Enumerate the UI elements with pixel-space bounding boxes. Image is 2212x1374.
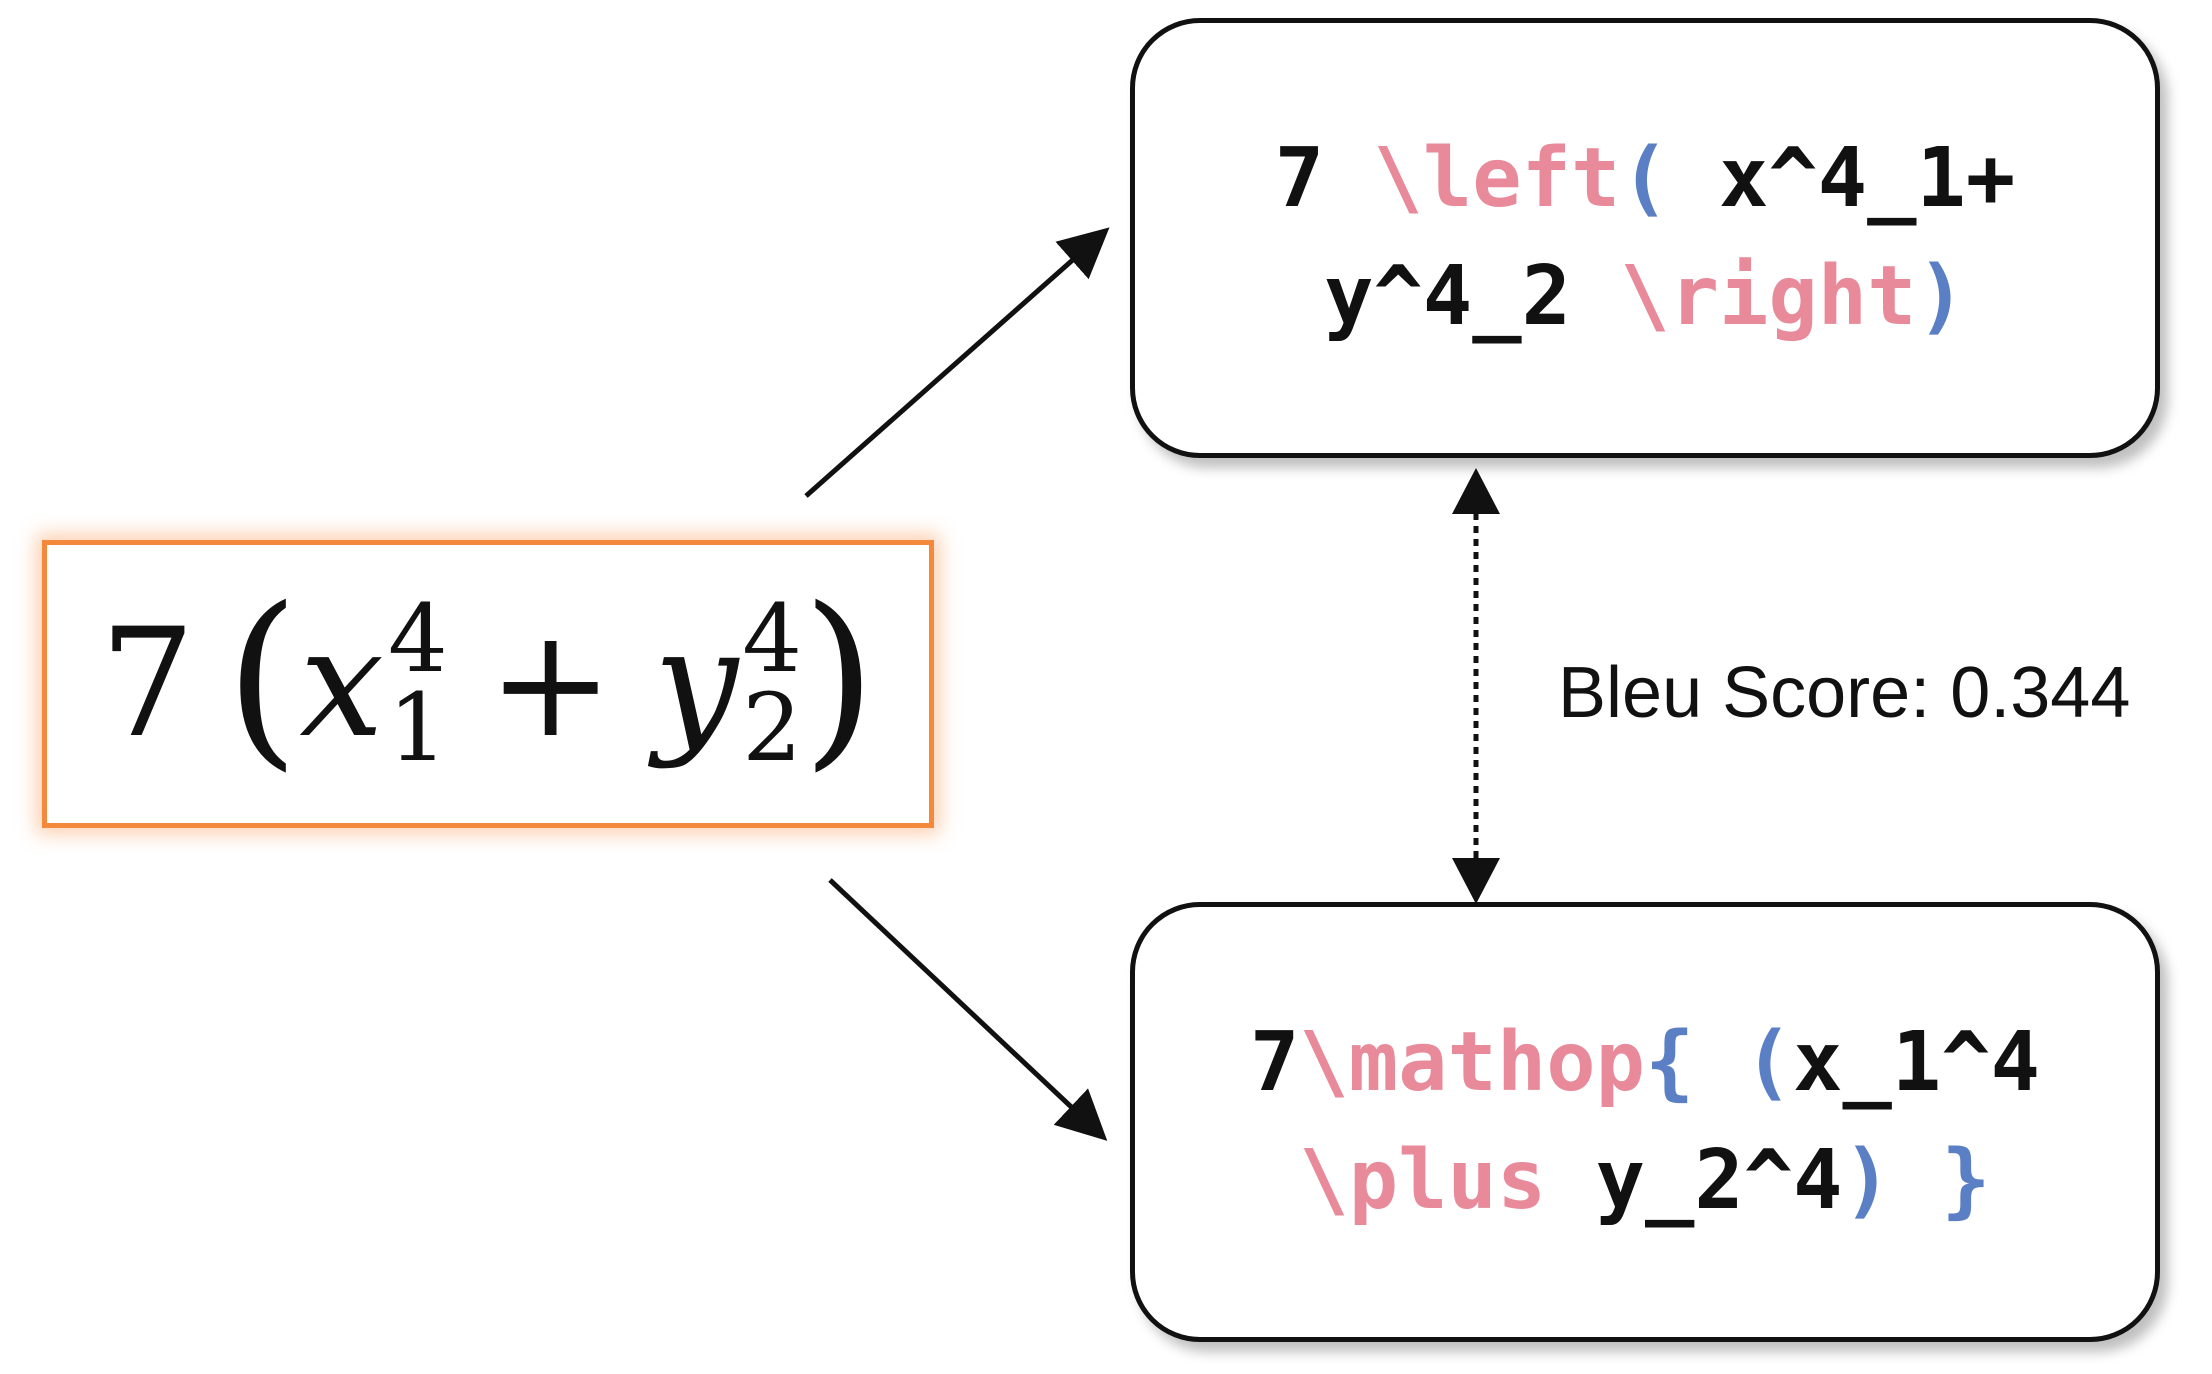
latex-token-cmd: \right [1620, 249, 1917, 344]
latex-token-cmd: \left [1373, 131, 1621, 226]
formula-y-subscript: 2 [742, 674, 803, 783]
latex-token-brace: { ( [1645, 1015, 1794, 1110]
formula-x-subscript: 1 [387, 674, 448, 783]
latex-token-text: 7 [1250, 1015, 1300, 1110]
latex-token-text: x^4_1+ [1669, 131, 2016, 226]
latex-token-cmd: \mathop [1299, 1015, 1645, 1110]
latex-token-brace: ) [1916, 249, 1966, 344]
compare-arrowhead-down [1452, 858, 1500, 904]
formula-x-scripts: 4 1 [387, 584, 448, 783]
latex-token-cmd: \plus [1299, 1133, 1596, 1228]
formula-var-y: y [653, 597, 739, 771]
bottom-latex-box: 7\mathop{ (x_1^4 \plus y_2^4) } [1130, 902, 2160, 1342]
compare-arrowhead-up [1452, 468, 1500, 514]
latex-token-text: y^4_2 [1324, 249, 1621, 344]
rendered-formula-box: 7 ( x 4 1 + y 4 2 ) [42, 540, 934, 828]
formula-y-scripts: 4 2 [742, 584, 803, 783]
formula-plus: + [487, 597, 614, 771]
bottom-latex-line-1: 7\mathop{ (x_1^4 [1250, 1004, 2040, 1122]
top-latex-box: 7 \left( x^4_1+ y^4_2 \right) [1130, 18, 2160, 458]
formula-open-paren: ( [225, 567, 300, 788]
formula-close-paren: ) [802, 567, 877, 788]
formula-y-superscript: 4 [742, 584, 803, 694]
formula-x-superscript: 4 [387, 584, 448, 694]
bottom-latex-line-2: \plus y_2^4) } [1299, 1122, 1990, 1240]
top-latex-line-1: 7 \left( x^4_1+ [1275, 120, 2016, 238]
formula-var-x: x [299, 597, 384, 771]
arrow-to-top-box [804, 227, 1110, 498]
latex-token-text: x_1^4 [1793, 1015, 2040, 1110]
arrow-to-bottom-box [828, 878, 1108, 1141]
bleu-score-label: Bleu Score: 0.344 [1558, 653, 2131, 733]
formula-coefficient: 7 [99, 597, 196, 771]
latex-token-text: 7 [1274, 131, 1374, 226]
latex-token-brace: ) } [1842, 1133, 1991, 1228]
latex-token-text: y_2^4 [1595, 1133, 1843, 1228]
latex-token-brace: ( [1620, 131, 1670, 226]
top-latex-line-2: y^4_2 \right) [1324, 238, 1966, 356]
